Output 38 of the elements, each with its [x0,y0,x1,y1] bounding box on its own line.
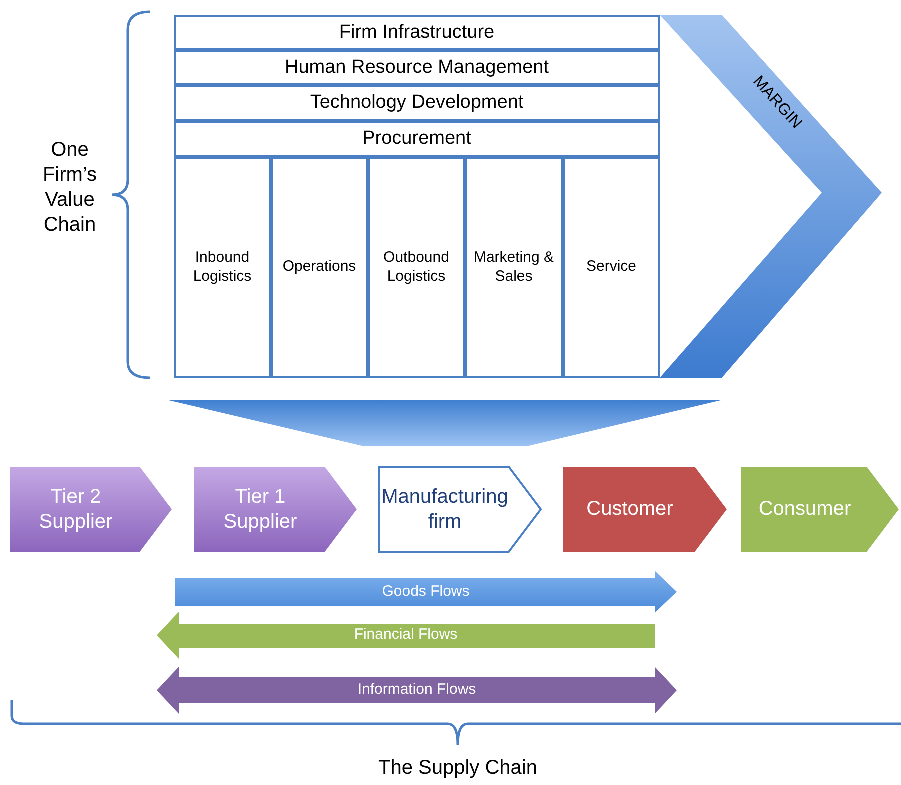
activity-bar [174,50,660,85]
chevron-shape [741,467,899,552]
margin-chevron [660,15,882,378]
arrow-shape [175,571,677,613]
chevron-shape [563,467,727,552]
chevron-shape [194,467,357,552]
chevron-shape [10,467,172,552]
node-label: Tier 1 Supplier [222,484,298,534]
node-label: Human Resource Management [284,56,550,80]
node-label: Firm Infrastructure [339,20,495,44]
double-arrow-shape [157,667,677,714]
supply-chain-label: The Supply Chain [378,756,538,781]
node-label: Outbound Logistics [382,248,450,286]
value-chain-label: One Firm’s Value Chain [42,138,98,238]
node-label: Goods Flows [382,582,470,602]
node-label: Procurement [362,127,472,151]
node-label: Manufacturing firm [382,484,508,534]
node-label: Service [585,258,638,277]
activity-column [174,157,271,378]
activity-column [563,157,660,378]
activity-bar [174,85,660,121]
activity-column [368,157,465,378]
node-label: Operations [282,258,358,277]
activity-column [465,157,563,378]
funnel-shape [167,400,723,446]
node-label: Marketing & Sales [472,248,556,286]
node-label: Financial Flows [354,626,458,645]
node-label: Consumer [758,497,852,522]
node-label: Customer [586,497,674,522]
node-label: Tier 2 Supplier [38,484,114,534]
node-label: Inbound Logistics [192,248,253,286]
arrow-shape [157,612,655,659]
chevron-shape [379,467,541,552]
node-label: Information Flows [358,681,476,700]
activity-column [271,157,368,378]
node-label: Technology Development [310,91,524,115]
activity-bar [174,121,660,157]
activity-bar [174,15,660,50]
